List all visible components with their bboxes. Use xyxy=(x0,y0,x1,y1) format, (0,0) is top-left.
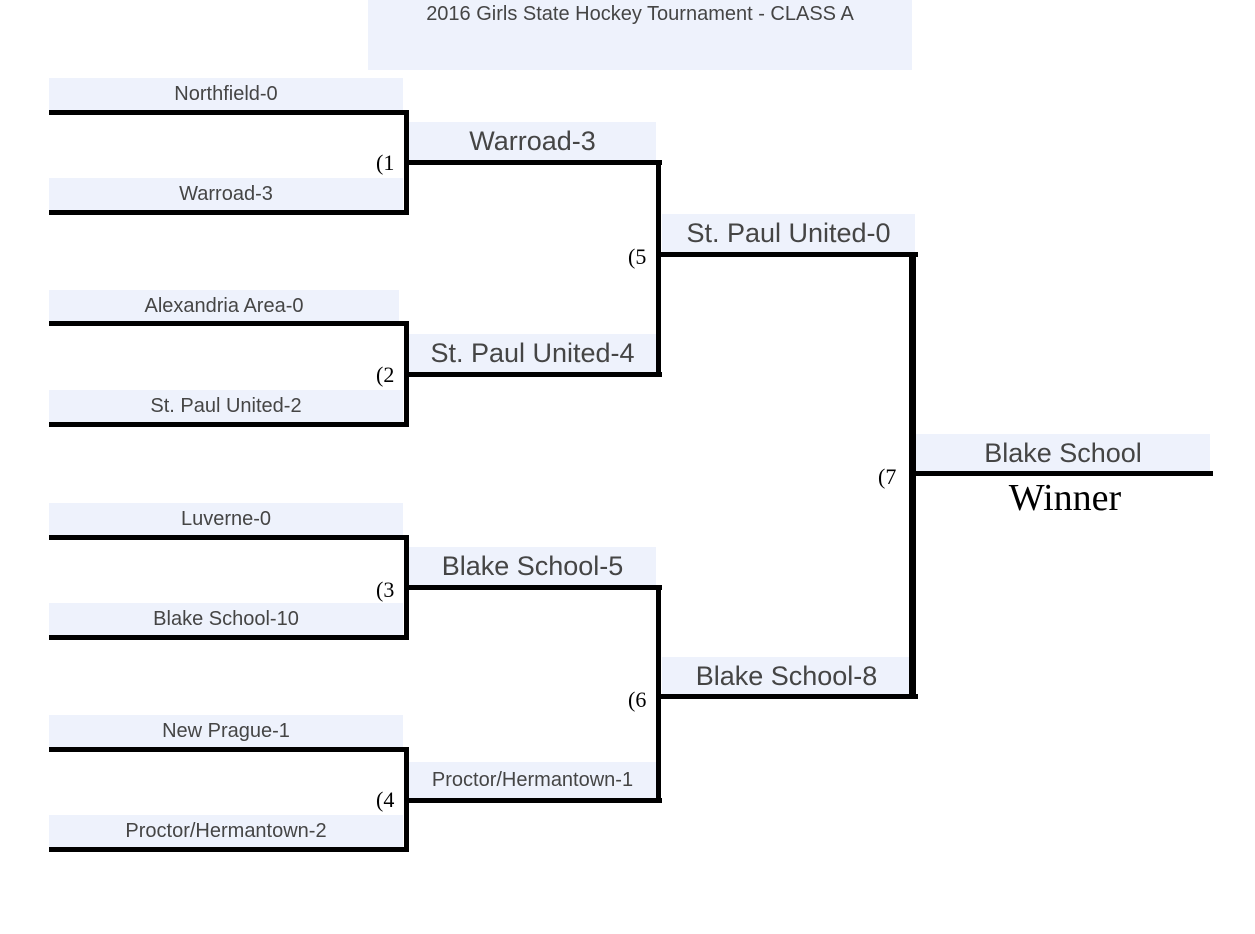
team-slot: Blake School-10 xyxy=(49,603,403,635)
team-slot: Warroad-3 xyxy=(49,178,403,210)
bracket-line xyxy=(404,798,662,803)
team-slot: Warroad-3 xyxy=(409,122,656,160)
bracket-line xyxy=(656,694,918,699)
bracket-line xyxy=(49,635,409,640)
game-number: (6 xyxy=(628,687,647,712)
bracket-line xyxy=(49,321,409,326)
bracket-line xyxy=(656,252,918,257)
bracket-line xyxy=(49,422,409,427)
team-slot: Alexandria Area-0 xyxy=(49,290,399,322)
game-number: (4 xyxy=(376,787,395,812)
team-slot: Northfield-0 xyxy=(49,78,403,110)
bracket-line xyxy=(404,372,662,377)
bracket-line xyxy=(404,160,662,165)
bracket-line xyxy=(656,160,661,377)
bracket-line xyxy=(49,210,409,215)
champion-slot: Blake School xyxy=(916,434,1210,472)
bracket-line xyxy=(404,585,662,590)
team-slot: St. Paul United-2 xyxy=(49,390,403,422)
bracket-line xyxy=(49,535,409,540)
team-slot: St. Paul United-4 xyxy=(409,334,656,372)
team-slot: Blake School-8 xyxy=(662,657,911,695)
team-slot: Proctor/Hermantown-2 xyxy=(49,815,403,847)
team-slot: New Prague-1 xyxy=(49,715,403,747)
team-slot: Blake School-5 xyxy=(409,547,656,585)
bracket-line xyxy=(909,471,1213,476)
winner-label: Winner xyxy=(1008,477,1122,519)
team-slot: Proctor/Hermantown-1 xyxy=(409,762,656,798)
bracket-line xyxy=(49,747,409,752)
game-number: (1 xyxy=(376,150,395,175)
game-number: (2 xyxy=(376,362,395,387)
bracket-line xyxy=(49,110,409,115)
bracket-line xyxy=(49,847,409,852)
team-slot: St. Paul United-0 xyxy=(662,214,915,252)
bracket-title: 2016 Girls State Hockey Tournament - CLA… xyxy=(368,0,912,70)
game-number: (5 xyxy=(628,244,647,269)
game-number: (7 xyxy=(878,464,897,489)
team-slot: Luverne-0 xyxy=(49,503,403,535)
game-number: (3 xyxy=(376,577,395,602)
